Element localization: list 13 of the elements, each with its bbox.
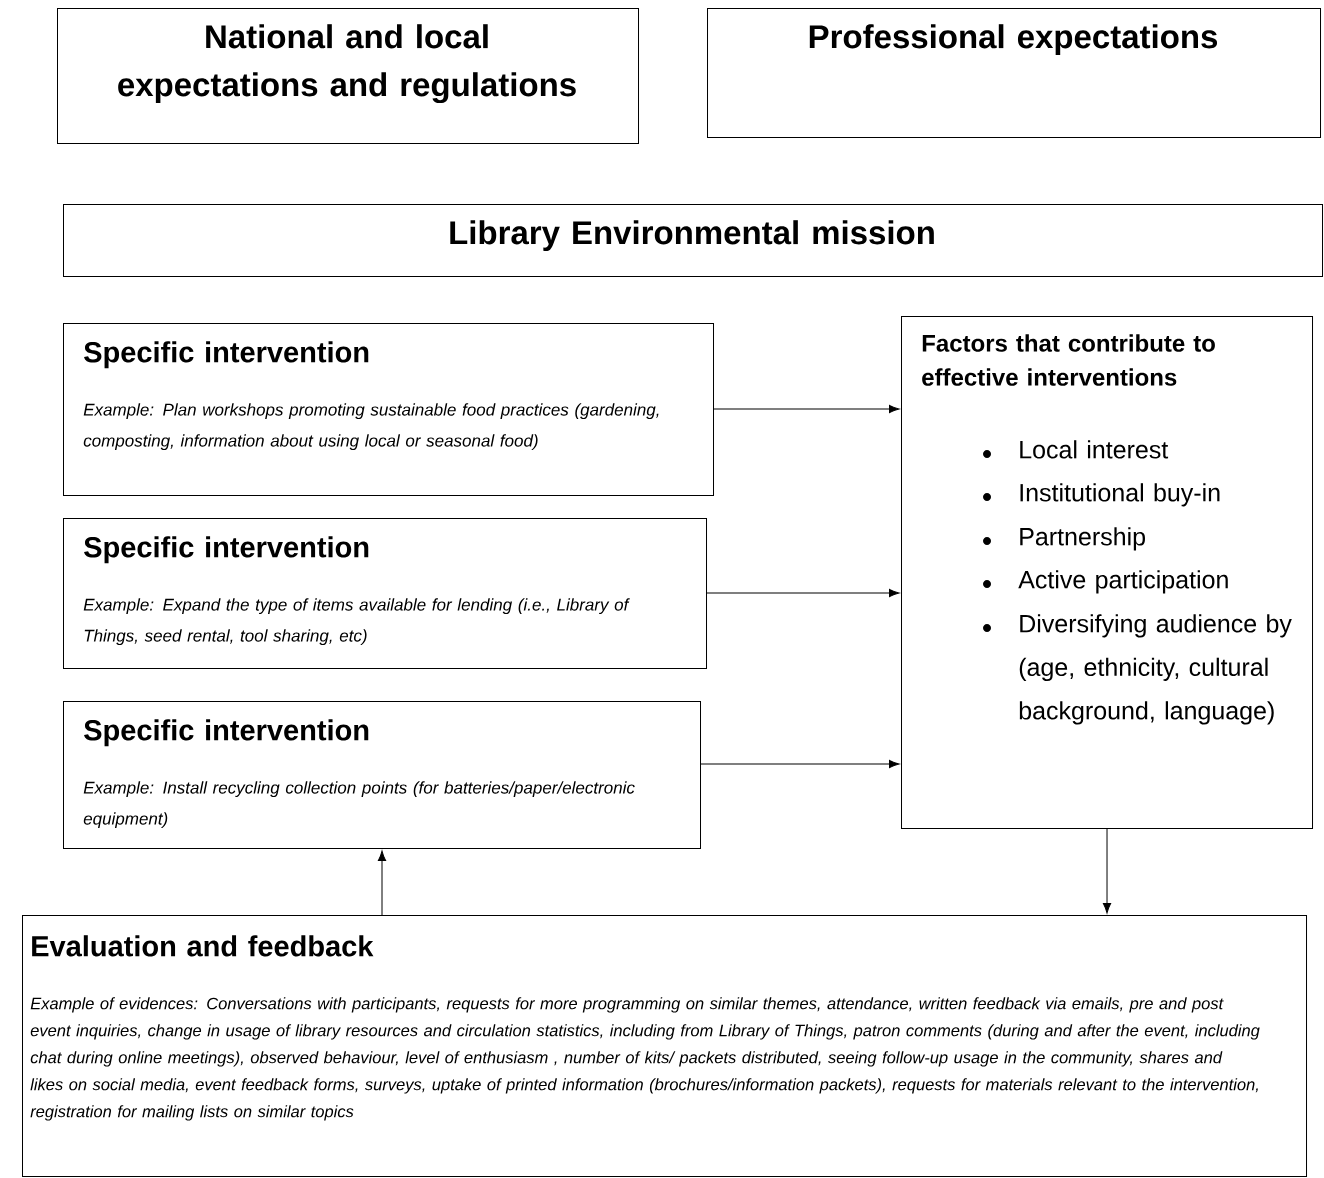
factors-box: Factors that contribute to effective interventions Local interest Institutional buy-in Partnership Active participation Diversifying audience by (age, ethnicity, cultural background, language): [901, 316, 1313, 829]
heading-box: Professional expectations: [707, 8, 1321, 138]
arrow: [700, 759, 900, 769]
heading-box: National and local expectations and regulations: [57, 8, 639, 144]
arrow: [713, 404, 900, 414]
evaluation-box: Evaluation and feedback Example of evidences: Conversations with participants, requests for more programming on similar themes, attendance, written feedback via emails, pre and post event inquiries, change in usage of library resources and circulation statistics, including from Library of Things, patron comments (during and after the event, including chat during online meetings), observed behaviour, level of enthusiasm , number of kits/ packets distributed, seeing follow-up usage in the community, shares and likes on social media, event feedback forms, surveys, uptake of printed information (brochures/information packets), requests for materials relevant to the intervention, registration for mailing lists on similar topics: [22, 915, 1307, 1177]
intervention-box: Specific intervention Example: Expand the type of items available for lending (i.e., Library of Things, seed rental, tool sharing, etc): [63, 518, 707, 669]
intervention-box: Specific intervention Example: Plan workshops promoting sustainable food practices (gardening, composting, information about using local or seasonal food): [63, 323, 714, 496]
arrow: [1102, 828, 1112, 914]
intervention-box: Specific intervention Example: Install recycling collection points (for batteries/paper/electronic equipment): [63, 701, 701, 849]
arrow: [706, 588, 900, 598]
arrow: [377, 850, 387, 916]
heading-box: Library Environmental mission: [63, 204, 1323, 277]
